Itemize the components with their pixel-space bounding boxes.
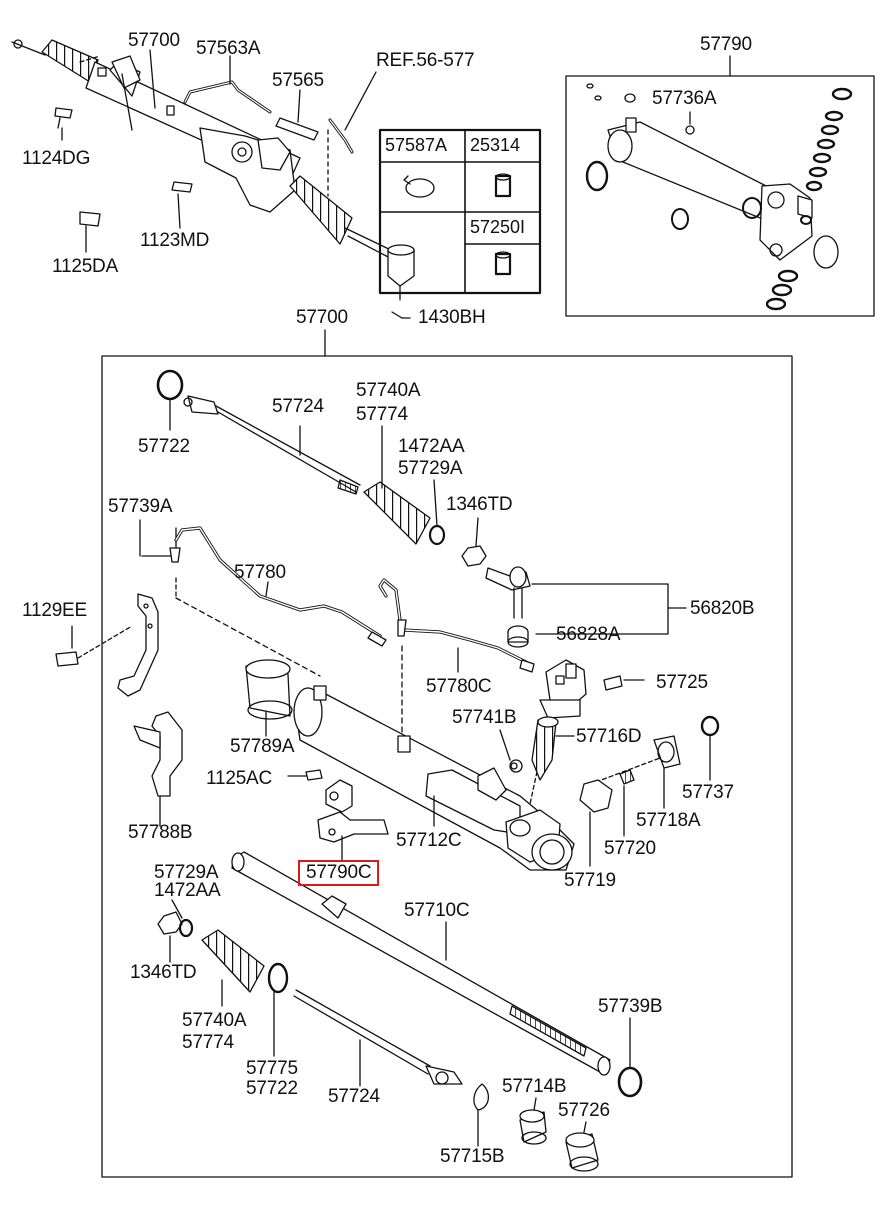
part-label-57722-b: 57722 [246,1078,298,1099]
part-label-57700-top: 57700 [128,30,180,51]
part-label-1125DA: 1125DA [52,256,119,277]
part-label-57729A-a: 57729A [398,458,463,479]
part-label-57565: 57565 [272,70,324,91]
seal-kit-box [565,55,875,317]
part-label-57726: 57726 [558,1100,610,1121]
part-label-ref-56-577: REF.56-577 [376,50,475,71]
part-label-1125AC: 1125AC [206,768,273,789]
part-label-57737: 57737 [682,782,734,803]
part-label-57789A: 57789A [230,736,295,757]
part-label-1123MD: 1123MD [140,230,210,251]
part-label-57775: 57775 [246,1058,298,1079]
part-label-57736A: 57736A [652,88,717,109]
part-label-57719: 57719 [564,870,616,891]
part-label-57739A: 57739A [108,496,173,517]
part-label-1346TD-a: 1346TD [446,494,513,515]
part-label-57790-top: 57790 [700,34,752,55]
part-label-57724-b: 57724 [328,1086,380,1107]
table-cell-57250I: 57250I [470,217,526,237]
part-label-57700-box: 57700 [296,307,348,328]
main-rack-exploded-box [55,329,793,1178]
part-label-1472AA-b: 1472AA [154,880,221,901]
part-label-1472AA-a: 1472AA [398,436,465,457]
part-label-57790C-highlighted: 57790C [298,860,380,886]
part-label-57715B: 57715B [440,1146,505,1167]
top-rack-assembly [11,39,415,319]
parts-table [378,128,542,295]
part-label-57712C: 57712C [396,830,462,851]
part-label-57563A: 57563A [196,38,261,59]
part-label-57722-a: 57722 [138,436,190,457]
part-label-57780C: 57780C [426,676,492,697]
part-label-57774-a: 57774 [356,404,408,425]
part-label-56828A: 56828A [556,624,621,645]
part-label-57741B: 57741B [452,707,517,728]
part-label-1430BH: 1430BH [418,307,486,328]
part-label-1129EE: 1129EE [22,600,88,621]
part-label-57724-a: 57724 [272,396,324,417]
part-label-56820B: 56820B [690,598,755,619]
part-label-57739B: 57739B [598,996,663,1017]
part-label-57740A-a: 57740A [356,380,421,401]
table-cell-25314: 25314 [470,135,521,155]
part-label-57729A-b: 57729A [154,862,219,883]
part-label-57740A-b: 57740A [182,1010,247,1031]
part-label-57716D: 57716D [576,726,642,747]
part-label-1124DG: 1124DG [22,148,91,169]
part-label-57720: 57720 [604,838,656,859]
part-label-57718A: 57718A [636,810,701,831]
part-label-57725: 57725 [656,672,708,693]
part-label-57780: 57780 [234,562,286,583]
part-label-57710C: 57710C [404,900,470,921]
part-label-57714B: 57714B [502,1076,567,1097]
part-label-57788B: 57788B [128,822,193,843]
table-cell-57587A: 57587A [385,135,448,155]
part-label-57774-b: 57774 [182,1032,234,1053]
bushing-icon [494,173,512,276]
clamp-icon [403,175,435,198]
part-label-1346TD-b: 1346TD [130,962,197,983]
